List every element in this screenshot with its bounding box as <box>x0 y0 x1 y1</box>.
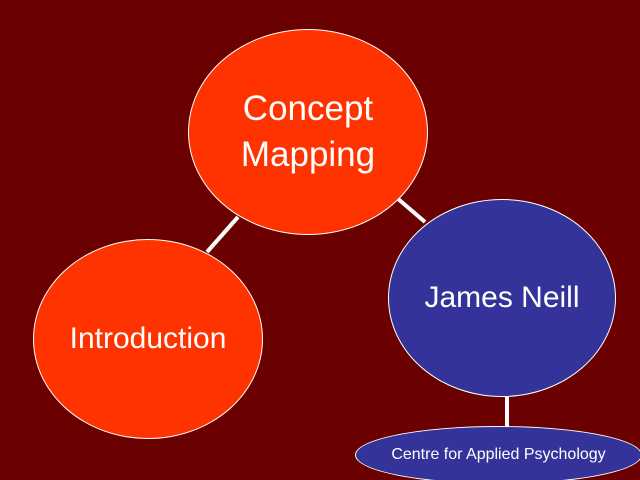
edge-concept-to-introduction <box>205 215 240 254</box>
introduction-label: Introduction <box>69 322 227 355</box>
concept-mapping-label: Concept Mapping <box>241 86 375 178</box>
introduction-node: Introduction <box>33 239 263 439</box>
concept-label-line1: Concept <box>242 89 374 128</box>
affiliation-node: Centre for Applied Psychology <box>355 426 640 480</box>
author-node: James Neill <box>388 199 616 397</box>
concept-label-line2: Mapping <box>240 135 376 174</box>
concept-mapping-node: Concept Mapping <box>188 29 428 235</box>
affiliation-label: Centre for Applied Psychology <box>391 446 606 463</box>
edge-concept-to-author <box>395 196 427 224</box>
author-label: James Neill <box>424 281 580 314</box>
